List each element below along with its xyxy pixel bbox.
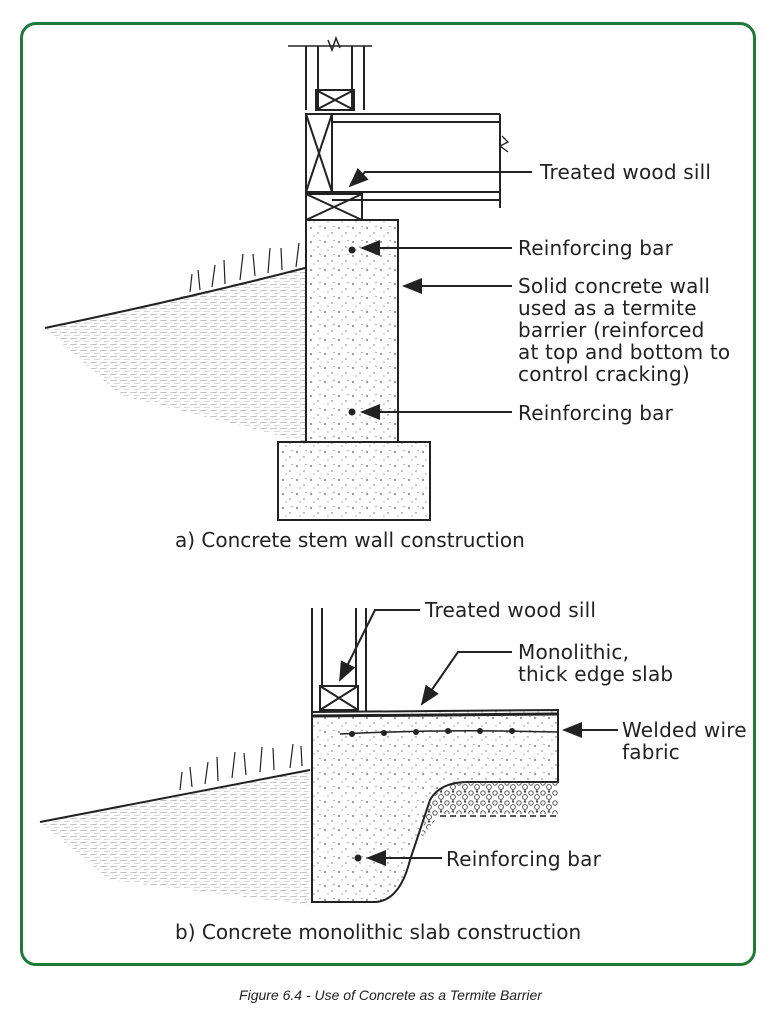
soil-a bbox=[45, 268, 305, 442]
rebar-dot-top-a bbox=[348, 246, 356, 254]
rebar-dot-b bbox=[354, 854, 362, 862]
soil-b bbox=[40, 770, 310, 905]
caption-b: b) Concrete monolithic slab construction bbox=[175, 920, 582, 944]
welded-wire-fabric bbox=[339, 730, 559, 735]
label-treated-wood-sill-b: Treated wood sill bbox=[425, 598, 597, 622]
rebar-dot-bottom-a bbox=[348, 408, 356, 416]
label-reinforcing-bar-top-a: Reinforcing bar bbox=[518, 236, 674, 260]
figure-caption: Figure 6.4 - Use of Concrete as a Termit… bbox=[239, 987, 542, 1003]
label-reinforcing-bar-bottom-a: Reinforcing bar bbox=[518, 401, 674, 425]
diagram-a-drawing bbox=[44, 35, 532, 521]
diagram-b-drawing bbox=[39, 608, 618, 905]
caption-a: a) Concrete stem wall construction bbox=[175, 528, 525, 552]
gravel-base bbox=[420, 782, 558, 840]
footing bbox=[277, 441, 431, 521]
label-solid-concrete-wall: Solid concrete wall used as a termite ba… bbox=[518, 274, 731, 386]
label-reinforcing-bar-b: Reinforcing bar bbox=[446, 847, 602, 871]
label-welded-wire-fabric: Welded wire fabric bbox=[622, 718, 747, 764]
label-monolithic-slab: Monolithic, thick edge slab bbox=[518, 640, 674, 686]
label-treated-wood-sill-a: Treated wood sill bbox=[540, 160, 712, 184]
